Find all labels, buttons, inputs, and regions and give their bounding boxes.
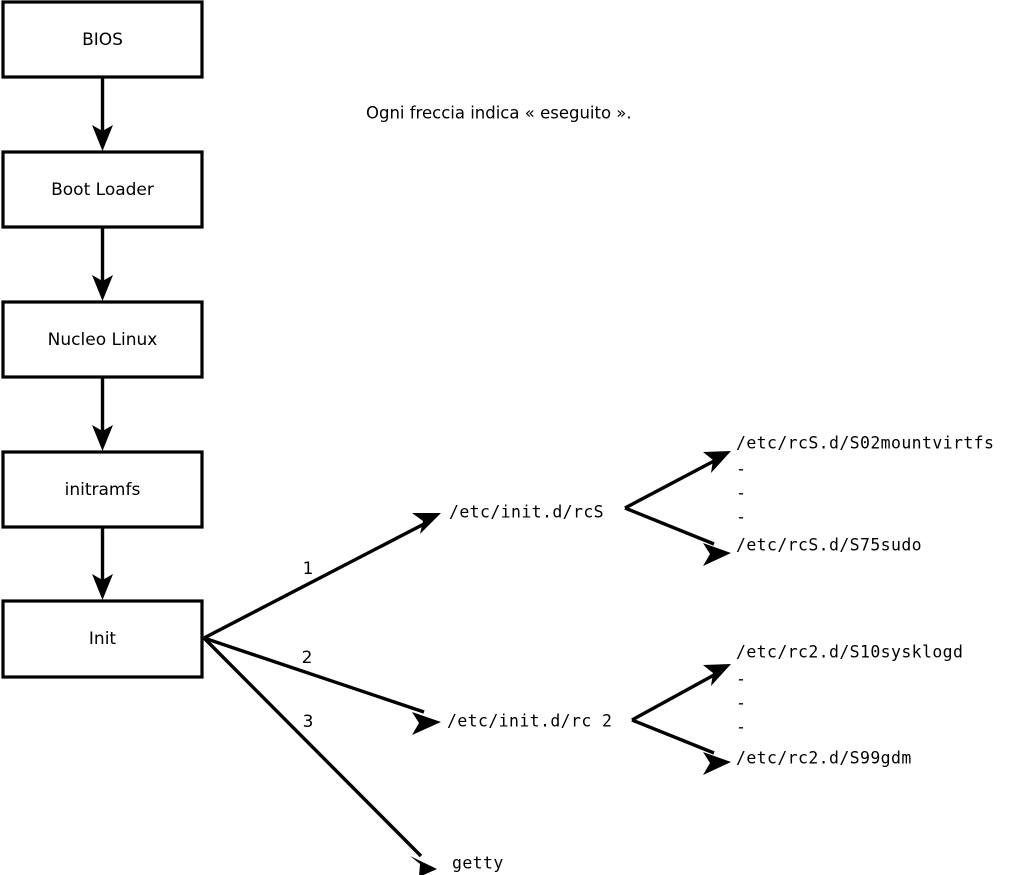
arrow-bios-to-bootloader (92, 77, 113, 151)
initramfs-box[interactable] (1, 450, 204, 529)
boot-loader-box[interactable] (1, 150, 204, 229)
arrowhead-icon (412, 712, 441, 735)
arrowhead-icon (412, 513, 441, 534)
arrowhead-icon (703, 451, 731, 473)
kernel-label: Nucleo Linux (48, 330, 158, 350)
arrowhead-icon (703, 752, 731, 775)
branch-1-target-label: /etc/init.d/rcS (449, 503, 604, 522)
rcs-ellipsis-dash-2: - (736, 484, 746, 503)
arrowhead-icon (92, 425, 113, 451)
rc2-ellipsis-dash-1: - (736, 670, 746, 689)
init-label: Init (89, 629, 117, 649)
arrow-initramfs-to-init (92, 527, 113, 600)
node-kernel[interactable]: Nucleo Linux (1, 300, 204, 379)
rcs-last-script-label: /etc/rcS.d/S75sudo (736, 536, 922, 555)
node-initramfs[interactable]: initramfs (1, 450, 204, 529)
branch-2-arrow (203, 636, 441, 735)
branch-3-target-label: getty (452, 854, 504, 873)
node-boot-loader[interactable]: Boot Loader (1, 150, 204, 229)
initramfs-label: initramfs (65, 480, 141, 500)
branch-1-arrow (203, 513, 441, 640)
init-box[interactable] (1, 599, 204, 679)
rc2-first-script-label: /etc/rc2.d/S10sysklogd (736, 643, 963, 662)
arrowhead-icon (92, 574, 113, 600)
rc2-first-arrow (631, 664, 731, 722)
branch-2-target-label: /etc/init.d/rc 2 (447, 712, 612, 731)
arrowhead-icon (410, 856, 437, 875)
rcs-first-script-label: /etc/rcS.d/S02mountvirtfs (736, 434, 994, 453)
rc2-ellipsis-dash-3: - (736, 718, 746, 737)
bios-box[interactable] (1, 0, 204, 79)
diagram-caption: Ogni freccia indica « eseguito ». (366, 104, 632, 123)
branch-3-number: 3 (303, 712, 314, 732)
branch-3-arrow (202, 636, 437, 875)
arrowhead-icon (703, 664, 731, 686)
rc2-ellipsis-dash-2: - (736, 694, 746, 713)
arrowhead-icon (92, 275, 113, 301)
rcs-ellipsis-dash-3: - (736, 508, 746, 527)
rc2-last-script-label: /etc/rc2.d/S99gdm (736, 749, 912, 768)
arrowhead-icon (92, 125, 113, 151)
node-init[interactable]: Init (1, 599, 204, 679)
rc2-last-arrow (631, 718, 731, 775)
arrow-bootloader-to-kernel (92, 227, 113, 301)
rcs-first-arrow (624, 451, 731, 510)
node-bios[interactable]: BIOS (1, 0, 204, 79)
arrowhead-icon (703, 543, 731, 566)
rcs-ellipsis-dash-1: - (736, 460, 746, 479)
bios-label: BIOS (82, 30, 123, 50)
branch-2-number: 2 (302, 648, 313, 668)
branch-1-number: 1 (303, 559, 314, 579)
arrow-kernel-to-initramfs (92, 377, 113, 451)
rcs-last-arrow (624, 506, 731, 566)
boot-loader-label: Boot Loader (51, 180, 154, 200)
